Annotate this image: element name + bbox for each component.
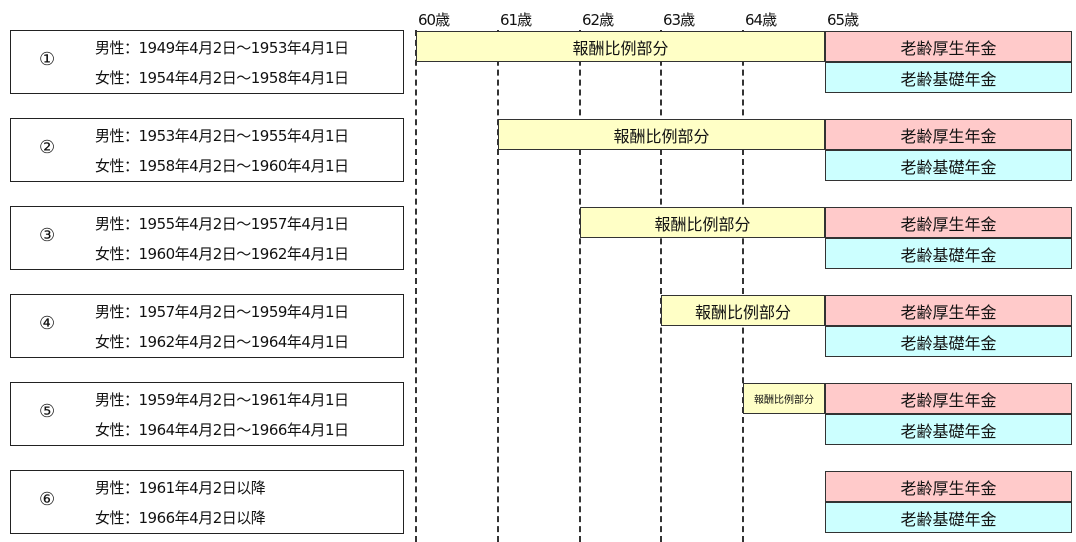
age-label-65: 65歳 [827, 11, 859, 29]
hirei-bar: 報酬比例部分 [661, 295, 825, 326]
male-range: 男性：1955年4月2日〜1957年4月1日 [95, 215, 349, 233]
hirei-bar: 報酬比例部分 [416, 31, 825, 62]
group-label-box: ⑥ 男性：1961年4月2日以降女性：1966年4月2日以降 [10, 470, 404, 534]
male-range: 男性：1961年4月2日以降 [95, 479, 266, 497]
group-number: ② [39, 137, 56, 158]
female-range: 女性：1966年4月2日以降 [95, 509, 266, 527]
kiso-bar: 老齢基礎年金 [825, 326, 1072, 357]
age-gridline [660, 30, 662, 542]
female-range: 女性：1958年4月2日〜1960年4月1日 [95, 157, 349, 175]
group-number: ① [39, 49, 56, 70]
kosei-bar: 老齢厚生年金 [825, 295, 1072, 326]
group-number: ③ [39, 225, 56, 246]
kiso-bar: 老齢基礎年金 [825, 150, 1072, 181]
female-range: 女性：1964年4月2日〜1966年4月1日 [95, 421, 349, 439]
hirei-bar: 報酬比例部分 [498, 119, 825, 150]
male-range: 男性：1959年4月2日〜1961年4月1日 [95, 391, 349, 409]
kosei-bar: 老齢厚生年金 [825, 31, 1072, 62]
group-label-box: ① 男性：1949年4月2日〜1953年4月1日女性：1954年4月2日〜1958… [10, 30, 404, 94]
hirei-bar: 報酬比例部分 [743, 383, 825, 414]
age-gridline [579, 30, 581, 542]
group-number: ④ [39, 313, 56, 334]
kosei-bar: 老齢厚生年金 [825, 383, 1072, 414]
female-range: 女性：1960年4月2日〜1962年4月1日 [95, 245, 349, 263]
kosei-bar: 老齢厚生年金 [825, 207, 1072, 238]
age-gridline [415, 30, 417, 542]
kiso-bar: 老齢基礎年金 [825, 414, 1072, 445]
group-number: ⑥ [39, 489, 56, 510]
age-label-64: 64歳 [745, 11, 777, 29]
male-range: 男性：1949年4月2日〜1953年4月1日 [95, 39, 349, 57]
age-gridline [742, 30, 744, 542]
age-gridline [497, 30, 499, 542]
female-range: 女性：1954年4月2日〜1958年4月1日 [95, 69, 349, 87]
female-range: 女性：1962年4月2日〜1964年4月1日 [95, 333, 349, 351]
group-number: ⑤ [39, 401, 56, 422]
group-label-box: ④ 男性：1957年4月2日〜1959年4月1日女性：1962年4月2日〜1964… [10, 294, 404, 358]
group-label-box: ③ 男性：1955年4月2日〜1957年4月1日女性：1960年4月2日〜1962… [10, 206, 404, 270]
kiso-bar: 老齢基礎年金 [825, 62, 1072, 93]
male-range: 男性：1953年4月2日〜1955年4月1日 [95, 127, 349, 145]
kosei-bar: 老齢厚生年金 [825, 119, 1072, 150]
group-label-box: ② 男性：1953年4月2日〜1955年4月1日女性：1958年4月2日〜1960… [10, 118, 404, 182]
kiso-bar: 老齢基礎年金 [825, 502, 1072, 533]
male-range: 男性：1957年4月2日〜1959年4月1日 [95, 303, 349, 321]
age-label-63: 63歳 [663, 11, 695, 29]
kiso-bar: 老齢基礎年金 [825, 238, 1072, 269]
hirei-bar: 報酬比例部分 [580, 207, 825, 238]
age-label-61: 61歳 [500, 11, 532, 29]
group-label-box: ⑤ 男性：1959年4月2日〜1961年4月1日女性：1964年4月2日〜1966… [10, 382, 404, 446]
age-label-62: 62歳 [582, 11, 614, 29]
kosei-bar: 老齢厚生年金 [825, 471, 1072, 502]
age-label-60: 60歳 [418, 11, 450, 29]
